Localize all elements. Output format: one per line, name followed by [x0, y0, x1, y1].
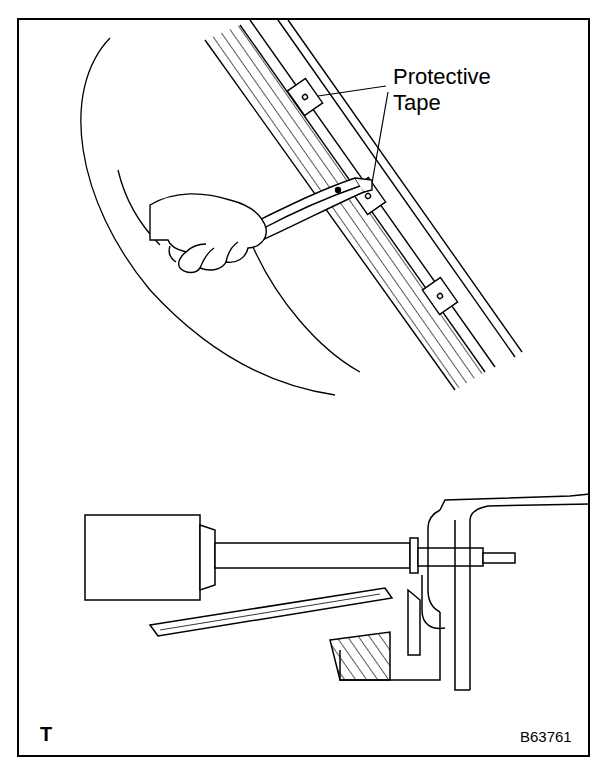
- view-code: T: [40, 722, 52, 746]
- figure-number: B63761: [520, 728, 572, 746]
- body-panel: [150, 494, 590, 690]
- hand: [150, 194, 266, 273]
- frame: [18, 19, 589, 756]
- leader-line: [318, 86, 388, 183]
- part-label: Protective Tape: [393, 64, 528, 117]
- body-outline: [81, 38, 360, 395]
- pliers: [250, 178, 372, 242]
- removal-tool: [85, 515, 515, 600]
